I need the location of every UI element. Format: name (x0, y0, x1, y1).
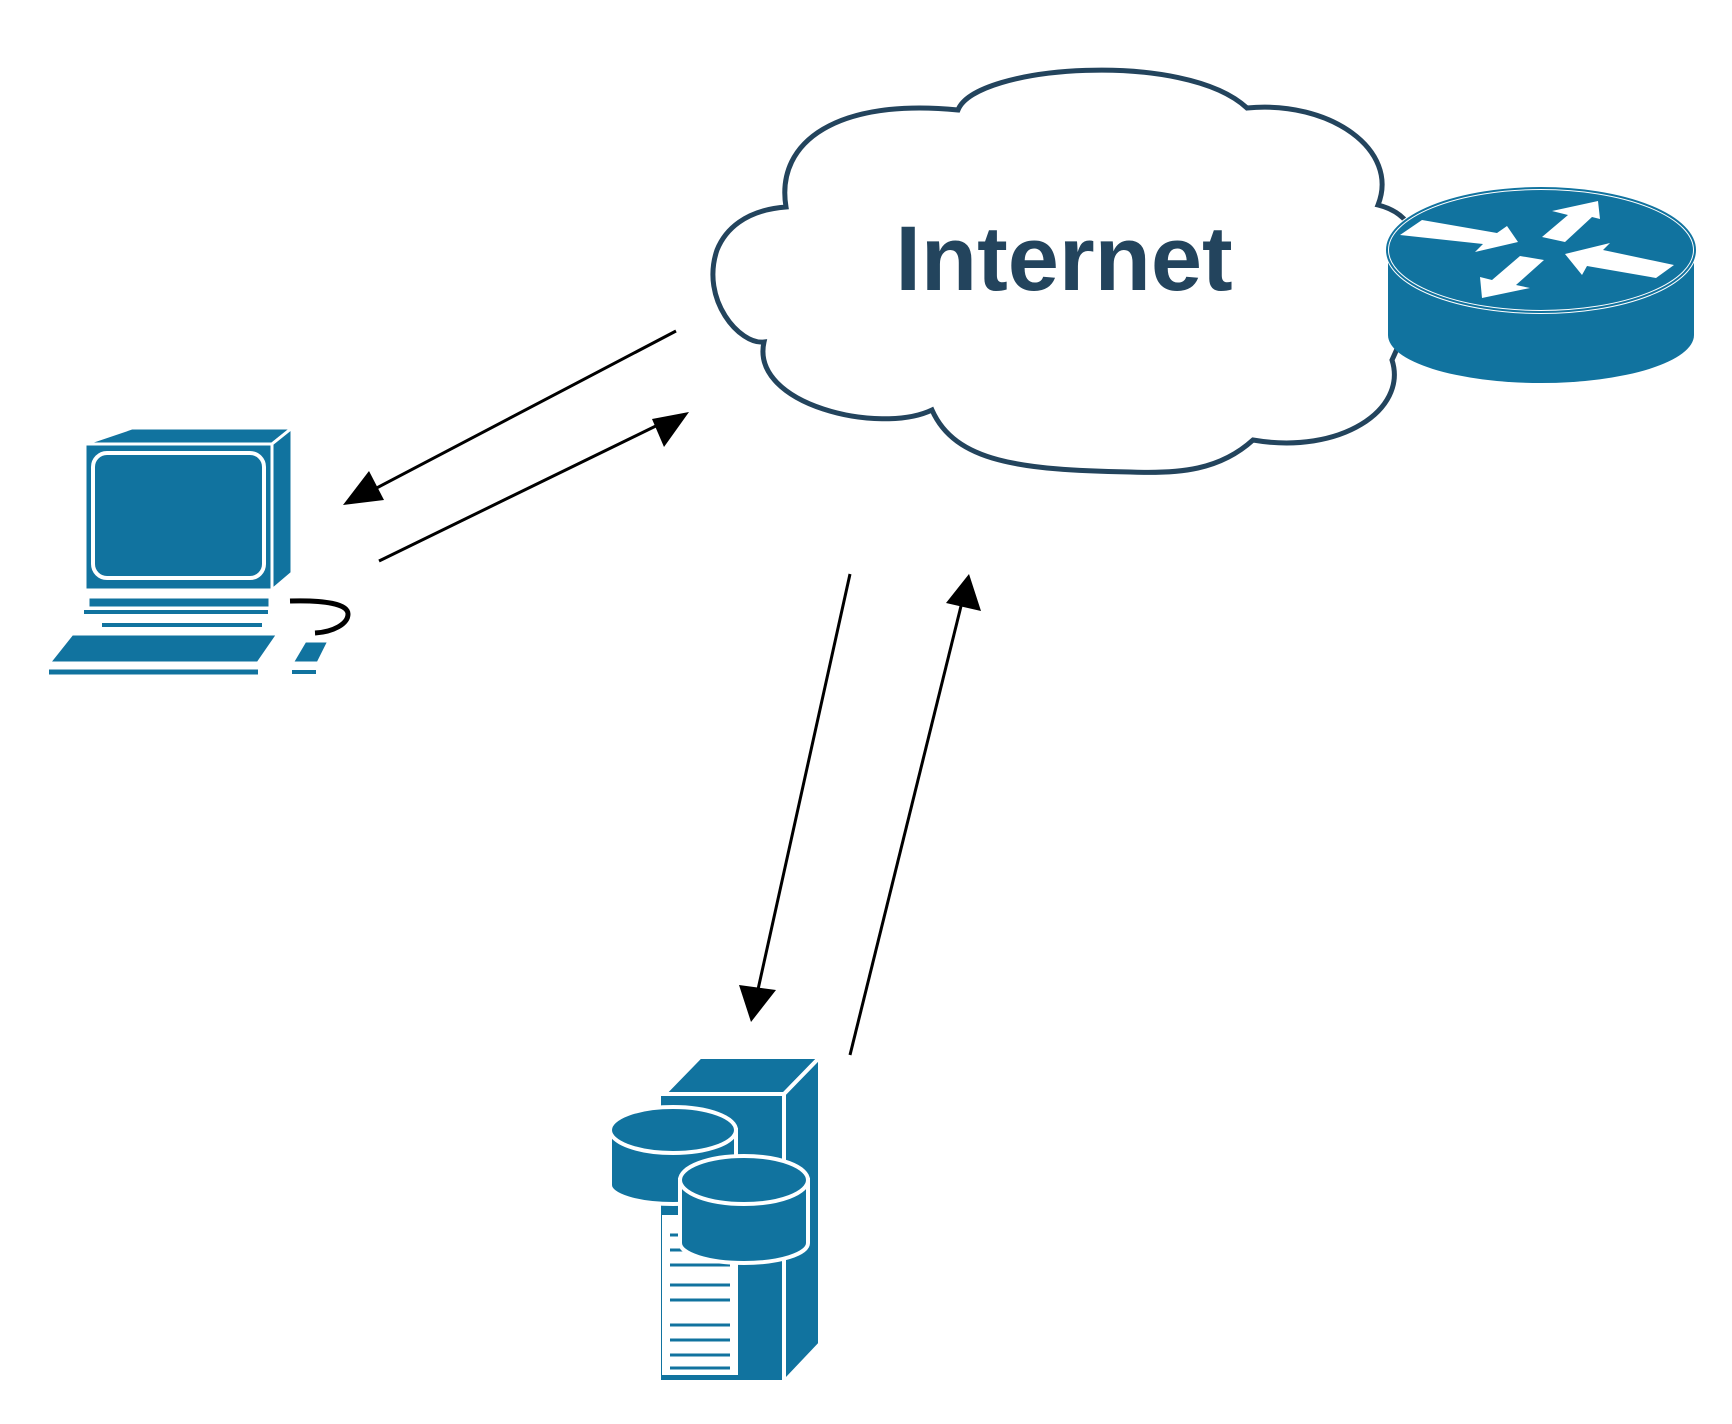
arrow-internet-to-server (739, 573, 852, 1022)
router[interactable] (1385, 186, 1697, 383)
database-server[interactable] (608, 1052, 825, 1388)
arrow-server-to-internet (848, 574, 981, 1056)
arrow-internet-to-client (343, 329, 677, 505)
internet-cloud[interactable]: Internet (710, 67, 1422, 475)
arrow-client-to-internet (378, 412, 689, 563)
connection-arrows (343, 329, 981, 1056)
workstation-icon (45, 424, 351, 675)
cloud-icon (710, 67, 1422, 475)
client-computer[interactable] (45, 424, 351, 675)
database-server-icon (608, 1052, 825, 1388)
router-icon (1385, 186, 1697, 383)
cloud-label: Internet (895, 208, 1232, 310)
